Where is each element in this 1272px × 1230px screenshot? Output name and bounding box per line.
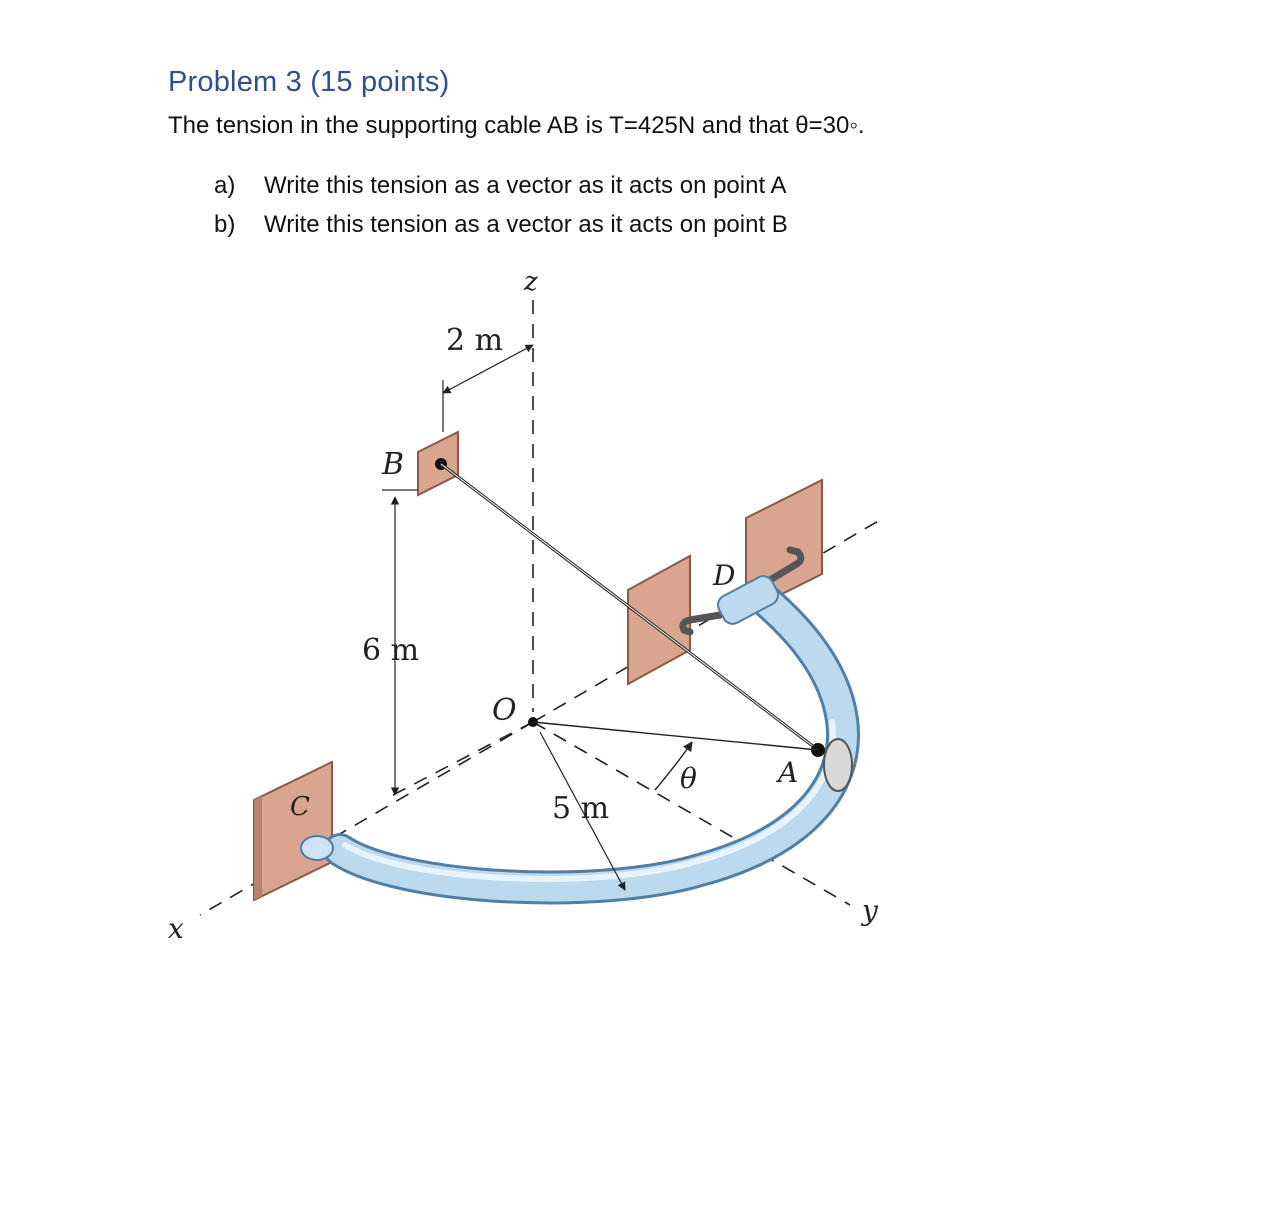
- question-part-b: b) Write this tension as a vector as it …: [214, 211, 788, 250]
- bracket-b: [417, 430, 459, 497]
- collar-a: [823, 738, 853, 792]
- z-axis-label: z: [523, 267, 538, 297]
- part-a-marker: a): [214, 172, 236, 199]
- d-wall-axis-line: [532, 519, 881, 723]
- part-a-text: Write this tension as a vector as it act…: [264, 172, 787, 199]
- radius-line-to-a: [532, 721, 819, 751]
- pipe-body: [326, 586, 857, 902]
- problem-heading: Problem 3 (15 points): [168, 66, 450, 98]
- x-axis-label: x: [168, 912, 184, 945]
- curved-pipe: [300, 575, 860, 905]
- part-b-text: Write this tension as a vector as it act…: [264, 211, 788, 238]
- hook-d-front: [679, 611, 724, 636]
- question-parts: a) Write this tension as a vector as it …: [214, 172, 788, 250]
- pipe-end-c: [300, 835, 334, 861]
- part-b-marker: b): [214, 211, 236, 238]
- point-c-label: C: [290, 792, 310, 822]
- b-drop-line: [392, 721, 534, 796]
- dim-2m-line: [442, 344, 534, 394]
- bracket-c: [253, 760, 333, 902]
- y-axis-label: y: [860, 894, 879, 927]
- dim-2m-label: 2 m: [446, 323, 503, 358]
- point-b-label: B: [381, 447, 404, 482]
- question-part-a: a) Write this tension as a vector as it …: [214, 172, 788, 211]
- angle-theta-label: θ: [680, 762, 697, 795]
- dim-6m-label: 6 m: [362, 633, 419, 668]
- origin-label: O: [492, 693, 517, 728]
- point-d-label: D: [712, 559, 735, 592]
- bracket-c-plate: [253, 760, 333, 902]
- pipe-end-d: [716, 575, 780, 625]
- y-axis-line: [532, 721, 851, 906]
- bracket-d-front-plate: [627, 554, 691, 686]
- bracket-d-front: [627, 554, 691, 686]
- angle-arc: [654, 741, 693, 791]
- dim-5m-label: 5 m: [552, 791, 609, 826]
- point-a-label: A: [775, 756, 798, 789]
- problem-statement: The tension in the supporting cable AB i…: [168, 112, 865, 139]
- pipe-cable-figure: z x y O B A C D 2 m 6 m 5 m θ: [168, 267, 881, 945]
- radius-dimension-line: [539, 731, 626, 891]
- hook-d-rear: [766, 546, 805, 584]
